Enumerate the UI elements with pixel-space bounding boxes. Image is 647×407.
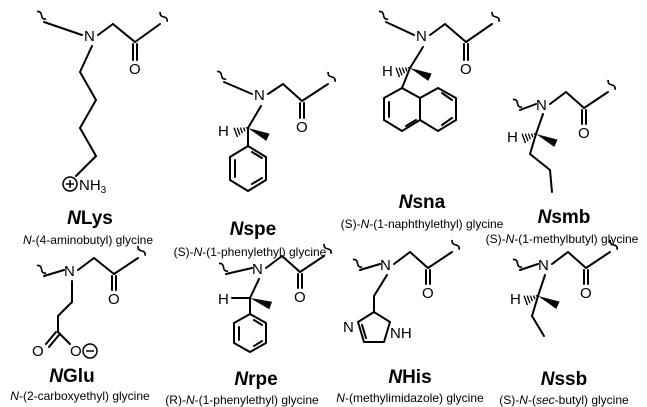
svg-text:N: N bbox=[254, 87, 265, 104]
svg-text:H: H bbox=[218, 291, 229, 308]
nspe-structure: N O H bbox=[216, 70, 336, 192]
desc-nlys: N-(4-aminobutyl) glycine bbox=[23, 233, 153, 247]
svg-text:N: N bbox=[64, 263, 75, 280]
code-nrpe: Nrpe bbox=[234, 369, 277, 390]
nsmb-structure: N O H bbox=[507, 79, 616, 193]
desc-nglu: N-(2-carboxyethyl) glycine bbox=[10, 389, 150, 403]
svg-text:N: N bbox=[343, 319, 354, 336]
svg-text:NH: NH bbox=[390, 325, 412, 342]
code-nsmb: Nsmb bbox=[538, 207, 591, 228]
svg-text:O: O bbox=[578, 125, 590, 142]
svg-text:O: O bbox=[460, 61, 472, 78]
desc-nsmb: (S)-N-(1-methylbutyl) glycine bbox=[486, 232, 639, 246]
svg-text:H: H bbox=[218, 123, 229, 140]
svg-text:H: H bbox=[507, 129, 518, 146]
desc-nssb: (S)-N-(sec-butyl) glycine bbox=[499, 393, 629, 407]
svg-text:H: H bbox=[510, 291, 521, 308]
svg-text:N: N bbox=[84, 28, 95, 45]
nlys-structure: N O NH3 bbox=[36, 10, 168, 196]
desc-nsna: (S)-N-(1-naphthylethyl) glycine bbox=[341, 217, 504, 231]
nsna-structure: N O H bbox=[378, 10, 500, 132]
desc-nrpe: (R)-N-(1-phenylethyl) glycine bbox=[165, 393, 319, 407]
svg-text:N: N bbox=[416, 28, 427, 45]
code-nspe: Nspe bbox=[230, 219, 276, 240]
code-nssb: Nssb bbox=[541, 369, 587, 390]
svg-text:O: O bbox=[580, 285, 592, 302]
nssb-structure: N O H bbox=[510, 239, 618, 337]
desc-nhis: N-(methylimidazole) glycine bbox=[336, 391, 484, 405]
nrpe-structure: N O H bbox=[218, 243, 332, 353]
svg-text:O: O bbox=[129, 61, 141, 78]
svg-text:O: O bbox=[70, 343, 82, 360]
code-nsna: Nsna bbox=[399, 192, 446, 213]
code-nhis: NHis bbox=[388, 367, 431, 388]
svg-text:O: O bbox=[422, 285, 434, 302]
svg-text:O: O bbox=[32, 343, 44, 360]
svg-text:O: O bbox=[296, 119, 308, 136]
svg-text:N: N bbox=[536, 97, 547, 114]
svg-text:H: H bbox=[382, 63, 393, 80]
svg-text:N: N bbox=[538, 257, 549, 274]
nglu-structure: N O O O bbox=[32, 245, 146, 360]
code-nlys: NLys bbox=[67, 208, 113, 229]
nhis-structure: N O N NH bbox=[343, 239, 460, 343]
svg-text:N: N bbox=[252, 261, 263, 278]
svg-text:O: O bbox=[294, 289, 306, 306]
svg-text:N: N bbox=[380, 257, 391, 274]
svg-text:O: O bbox=[108, 291, 120, 308]
desc-nspe: (S)-N-(1-phenylethyl) glycine bbox=[174, 245, 327, 259]
code-nglu: NGlu bbox=[49, 366, 94, 387]
svg-text:NH3: NH3 bbox=[79, 177, 107, 196]
